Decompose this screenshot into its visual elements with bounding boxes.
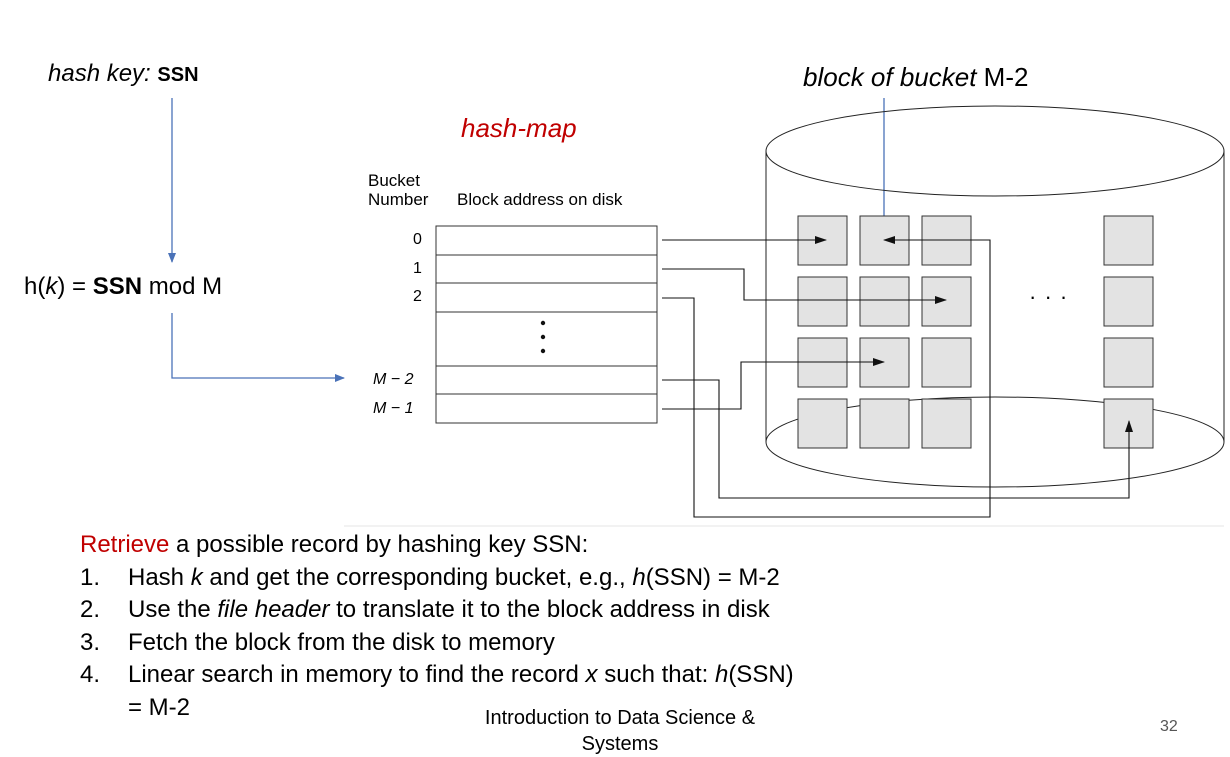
hash-function-label: h(k) = SSN mod M — [24, 273, 223, 300]
bucket-number-m2: M − 2 — [373, 371, 414, 388]
bucket-number-0: 0 — [413, 231, 422, 248]
step-1: 1.Hash k and get the corresponding bucke… — [80, 563, 780, 591]
hashmap-title: hash-map — [461, 113, 577, 143]
footer-line2: Systems — [581, 733, 659, 755]
block-title-rest: M-2 — [976, 62, 1029, 92]
pointer-bucket-m2 — [662, 379, 1133, 499]
hash-eq: ) = — [57, 273, 93, 300]
bucket-header-line1: Bucket — [368, 171, 420, 190]
block-of-bucket-title: block of bucket M-2 — [803, 62, 1028, 93]
bucket-row-m2 — [435, 365, 658, 395]
disk-ellipsis: · · · — [1029, 284, 1069, 309]
disk-block — [1103, 337, 1154, 388]
bucket-number-2: 2 — [413, 288, 422, 305]
slide-footer: Introduction to Data Science & Systems — [455, 705, 785, 757]
steps-intro: Retrieve a possible record by hashing ke… — [80, 529, 794, 562]
step-4: 4.Linear search in memory to find the re… — [80, 661, 794, 688]
retrieve-word: Retrieve — [80, 531, 170, 558]
disk-block — [921, 337, 972, 388]
retrieval-steps: Retrieve a possible record by hashing ke… — [80, 529, 794, 724]
bucket-number-m1: M − 1 — [373, 400, 414, 417]
arrow-hash-to-bucket — [171, 313, 345, 382]
disk-block — [797, 398, 848, 449]
disk-block — [859, 276, 910, 327]
hash-key-bold: SSN — [92, 273, 143, 300]
bucket-pointers — [662, 236, 1133, 518]
footer-line1: Introduction to Data Science & — [484, 707, 756, 729]
bucket-row-gap — [435, 311, 658, 367]
table-ellipsis — [540, 320, 546, 354]
hash-key-value: SSN — [157, 64, 199, 86]
step-3: 3.Fetch the block from the disk to memor… — [80, 628, 555, 656]
block-address-header: Block address on disk — [457, 190, 623, 209]
disk-block — [1103, 215, 1154, 266]
disk-block — [1103, 276, 1154, 327]
disk-block — [859, 398, 910, 449]
step-4-continued: = M-2 — [128, 693, 191, 721]
h-symbol: h — [24, 273, 38, 300]
disk-blocks — [797, 215, 1154, 449]
hash-key-label: hash key: SSN — [48, 60, 199, 88]
hash-mod: mod M — [142, 273, 223, 300]
disk-block — [921, 398, 972, 449]
bucket-number-1: 1 — [413, 260, 422, 277]
pointer-bucket-2 — [662, 236, 991, 518]
page-number: 32 — [1160, 718, 1178, 735]
steps-intro-rest: a possible record by hashing key SSN: — [169, 531, 589, 558]
pointer-bucket-1 — [662, 268, 947, 304]
bucket-row-1 — [435, 254, 658, 284]
block-title-italic: block of bucket — [803, 62, 977, 92]
bucket-table — [435, 225, 658, 424]
bucket-header-line2: Number — [368, 190, 429, 209]
bucket-row-0 — [435, 225, 658, 256]
disk-top — [765, 105, 1225, 197]
step-2: 2.Use the file header to translate it to… — [80, 596, 770, 623]
bucket-row-m1 — [435, 393, 658, 424]
k-symbol: k — [45, 273, 58, 300]
hash-key-text: hash key: — [48, 60, 151, 87]
bucket-number-header: Bucket Number — [368, 171, 428, 209]
disk-block — [921, 276, 972, 327]
pointer-bucket-m1 — [662, 358, 885, 410]
bucket-row-2 — [435, 282, 658, 313]
disk-block — [797, 276, 848, 327]
